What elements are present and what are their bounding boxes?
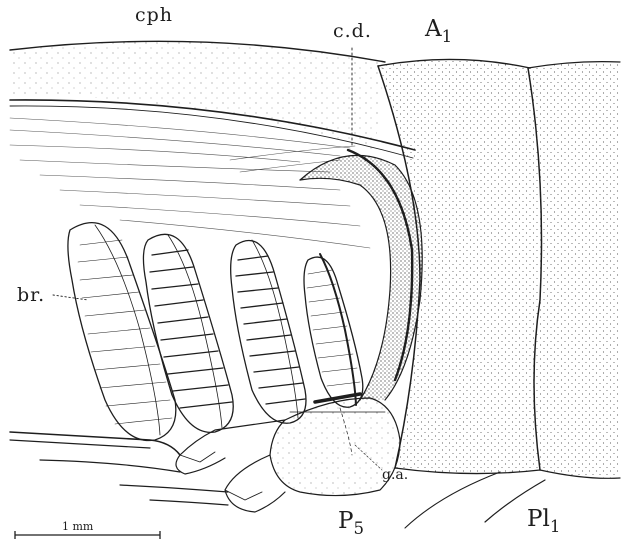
gill-3 (231, 240, 306, 423)
gill-1 (68, 223, 176, 441)
label-p5-main: P (338, 508, 353, 534)
carapace (10, 41, 415, 158)
scale-bar-label: 1 mm (62, 521, 93, 532)
label-pl1: Pl1 (527, 508, 560, 535)
label-a1-main: A (425, 16, 442, 42)
pleopod-lines (405, 472, 545, 528)
label-cph: cph (135, 6, 173, 25)
coxal-plate (300, 150, 422, 400)
gill-4 (304, 254, 363, 407)
label-cd: c.d. (333, 22, 372, 41)
label-pl1-sub: 1 (550, 517, 561, 536)
label-br: br. (17, 286, 45, 305)
label-a1: A1 (425, 18, 452, 45)
label-p5: P5 (338, 510, 364, 537)
abdominal-segment-2 (528, 62, 620, 479)
label-pl1-main: Pl (527, 506, 550, 532)
gill-2 (143, 234, 233, 432)
label-p5-sub: 5 (353, 519, 364, 538)
muscle-striations (10, 118, 370, 248)
leg-p5 (10, 394, 400, 512)
label-ga: g.a. (382, 468, 408, 482)
label-a1-sub: 1 (442, 27, 453, 46)
